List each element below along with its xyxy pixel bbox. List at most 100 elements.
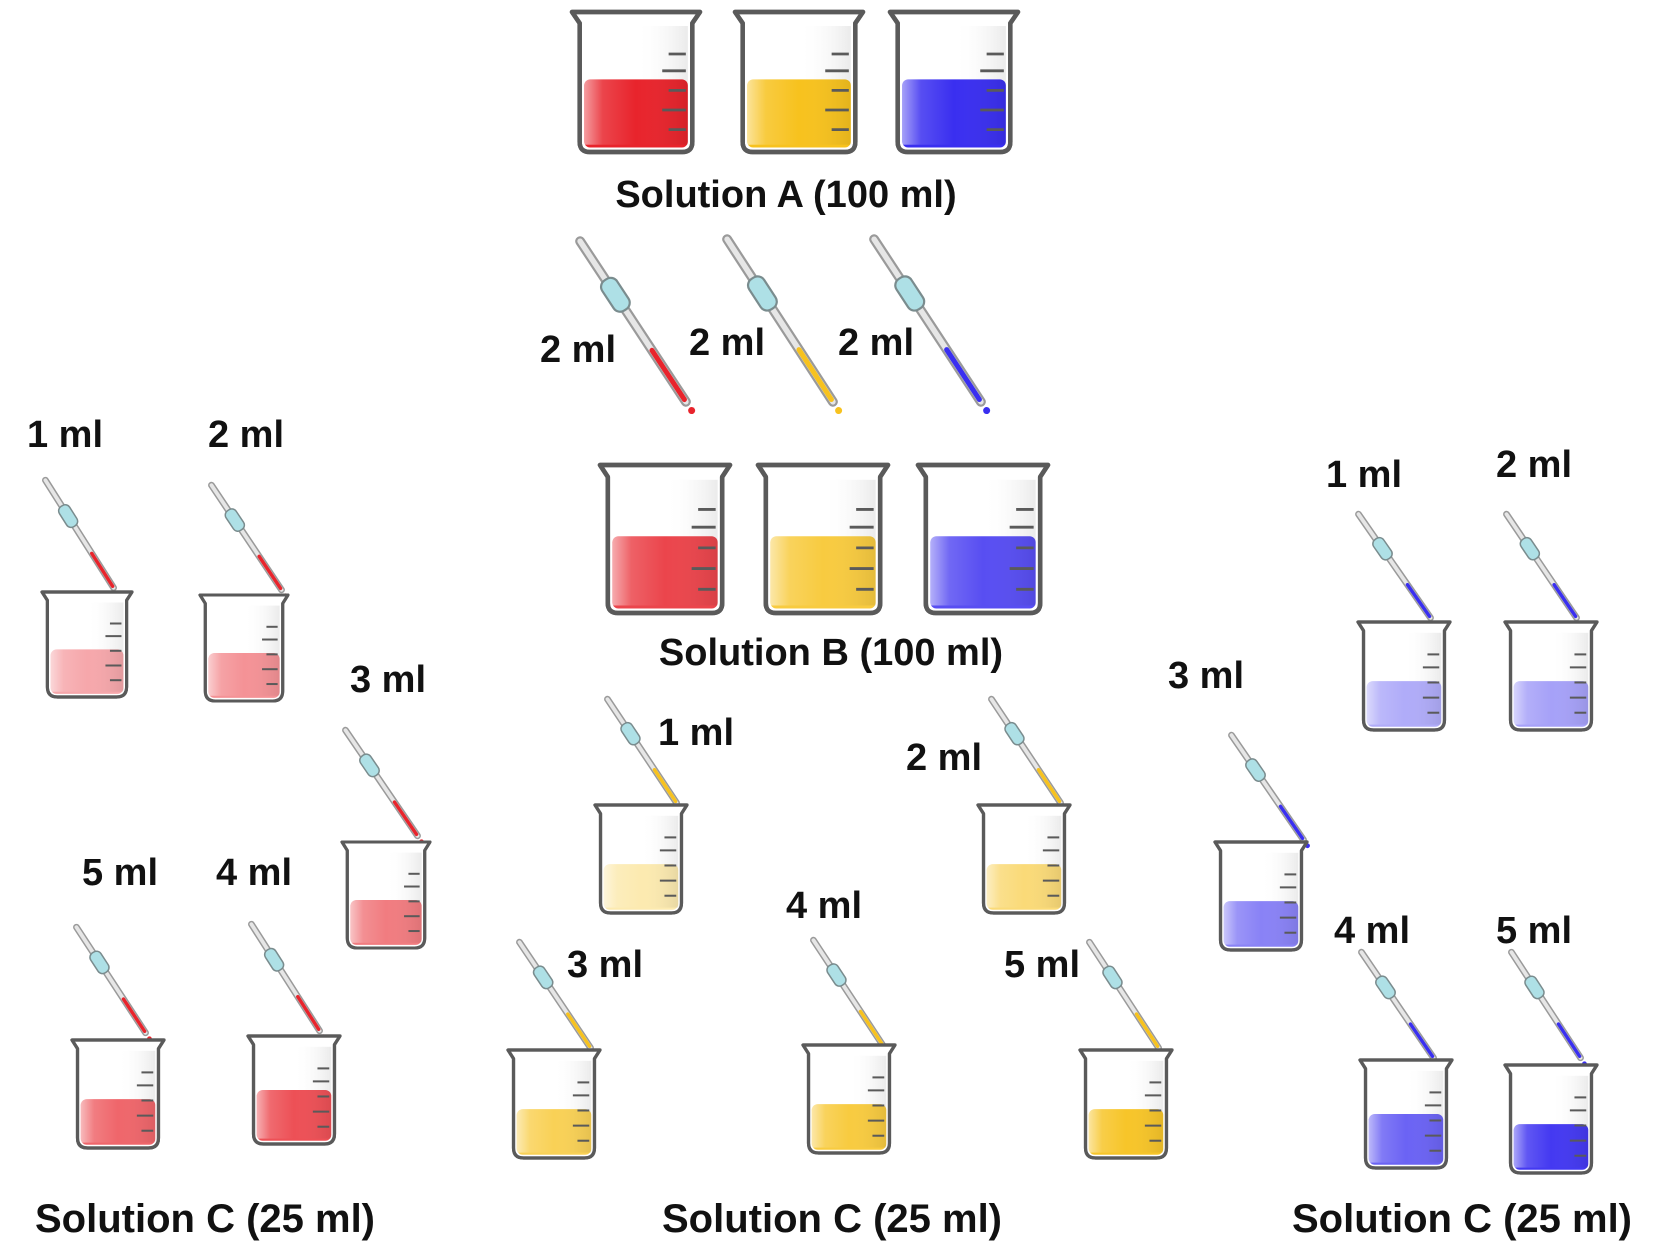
pipette-body [1503, 510, 1583, 627]
solution-b-beakers [597, 462, 1051, 616]
beaker-shine [770, 479, 876, 606]
beaker-glass [887, 9, 1021, 155]
beaker-shine [1223, 852, 1299, 945]
beaker-shine [1366, 632, 1442, 725]
blue-dilution-5-pipette [1508, 948, 1587, 1067]
pipette-body [208, 481, 288, 599]
transfer-label-blue: 2 ml [838, 322, 914, 364]
beaker-glass [1358, 1058, 1454, 1170]
yellow-dilution-4-beaker [801, 1043, 897, 1155]
beaker-shine [50, 602, 124, 692]
pipette-body [575, 236, 696, 415]
beaker-glass [569, 9, 703, 155]
beaker-glass [246, 1034, 342, 1146]
beaker-shine [1513, 1075, 1589, 1168]
blue-dilution-1-beaker [1356, 620, 1452, 732]
transfer-label-red: 2 ml [540, 329, 616, 371]
red-dilution-3-beaker [340, 840, 432, 950]
blue-dilution-1-pipette [1355, 510, 1437, 627]
solution-c-yellow-group: 1 ml 2 ml 3 ml 4 ml 5 ml Solution C (25 … [506, 695, 1174, 1241]
pipette-body [988, 695, 1067, 812]
red-dilution-3-pipette [342, 726, 424, 845]
pipette-drop [983, 406, 991, 415]
pipette-body [248, 920, 326, 1040]
red-dilution-3-label: 3 ml [350, 659, 426, 701]
beaker-shine [1088, 1060, 1164, 1153]
solution-a-beakers [569, 9, 1021, 155]
beaker-glass [70, 1038, 166, 1150]
yellow-dilution-5-beaker [1078, 1048, 1174, 1160]
pipette-body [1228, 731, 1310, 849]
beaker-shine [350, 852, 422, 943]
pipette-body [722, 234, 843, 415]
beaker-glass [755, 462, 891, 616]
beaker-glass [732, 9, 866, 155]
beaker-glass [1356, 620, 1452, 732]
beaker-shine [811, 1055, 887, 1148]
solution-c-red-group: 1 ml 2 ml 3 ml 5 ml 4 ml Solution C (25 … [27, 414, 432, 1241]
beaker-b-red [597, 462, 733, 616]
blue-dilution-2-label: 2 ml [1496, 444, 1572, 486]
yellow-dilution-5-label: 5 ml [1004, 944, 1080, 986]
beaker-shine [986, 815, 1062, 908]
beaker-glass [1213, 840, 1309, 952]
beaker-a-red [569, 9, 703, 155]
beaker-shine [1513, 632, 1589, 725]
blue-dilution-1-label: 1 ml [1326, 454, 1402, 496]
beaker-glass [40, 590, 134, 699]
red-dilution-4-label: 4 ml [216, 852, 292, 894]
beaker-shine [930, 479, 1036, 606]
pipette-drop [688, 406, 696, 415]
beaker-b-blue [915, 462, 1051, 616]
red-dilution-2-beaker [198, 593, 290, 703]
blue-dilution-2-beaker [1503, 620, 1599, 732]
beaker-glass [597, 462, 733, 616]
beaker-shine [902, 26, 1006, 145]
beaker-glass [198, 593, 290, 703]
yellow-group-label: Solution C (25 ml) [662, 1197, 1002, 1241]
red-dilution-1-beaker [40, 590, 134, 699]
red-dilution-5-label: 5 ml [82, 852, 158, 894]
beaker-shine [603, 815, 679, 908]
beaker-shine [747, 26, 851, 145]
yellow-dilution-4-pipette [810, 936, 889, 1054]
pipette-body [869, 234, 991, 415]
transfer-a-to-b: 2 ml 2 ml 2 ml [540, 234, 991, 415]
blue-dilution-3-beaker [1213, 840, 1309, 952]
beaker-shine [516, 1060, 592, 1153]
yellow-dilution-1-label: 1 ml [658, 712, 734, 754]
yellow-dilution-2-beaker [976, 803, 1072, 915]
blue-dilution-2-pipette [1503, 510, 1583, 627]
beaker-shine [584, 26, 688, 145]
red-dilution-5-pipette [73, 923, 152, 1042]
pipette-body [810, 936, 889, 1054]
pipette-a-to-b-red [575, 236, 696, 415]
pipette-body [1358, 948, 1440, 1067]
beaker-glass [1503, 1063, 1599, 1175]
yellow-dilution-2-label: 2 ml [906, 737, 982, 779]
solution-a-label: Solution A (100 ml) [615, 174, 956, 216]
yellow-dilution-4-label: 4 ml [786, 885, 862, 927]
red-dilution-4-beaker [246, 1034, 342, 1146]
beaker-glass [1078, 1048, 1174, 1160]
beaker-shine [256, 1046, 332, 1139]
pipette-body [1355, 510, 1437, 627]
pipette-body [1086, 938, 1165, 1057]
beaker-shine [1368, 1070, 1444, 1163]
pipette-body [1508, 948, 1587, 1067]
pipette-body [42, 476, 120, 597]
yellow-dilution-3-beaker [506, 1048, 602, 1160]
red-dilution-2-label: 2 ml [208, 414, 284, 456]
beaker-glass [1503, 620, 1599, 732]
blue-dilution-4-beaker [1358, 1058, 1454, 1170]
beaker-a-blue [887, 9, 1021, 155]
pipette-a-to-b-yellow [722, 234, 843, 415]
red-dilution-5-beaker [70, 1038, 166, 1150]
blue-dilution-4-pipette [1358, 948, 1440, 1067]
red-dilution-2-pipette [208, 481, 288, 599]
yellow-dilution-1-beaker [593, 803, 689, 915]
yellow-dilution-3-label: 3 ml [567, 944, 643, 986]
red-dilution-1-pipette [42, 476, 120, 597]
